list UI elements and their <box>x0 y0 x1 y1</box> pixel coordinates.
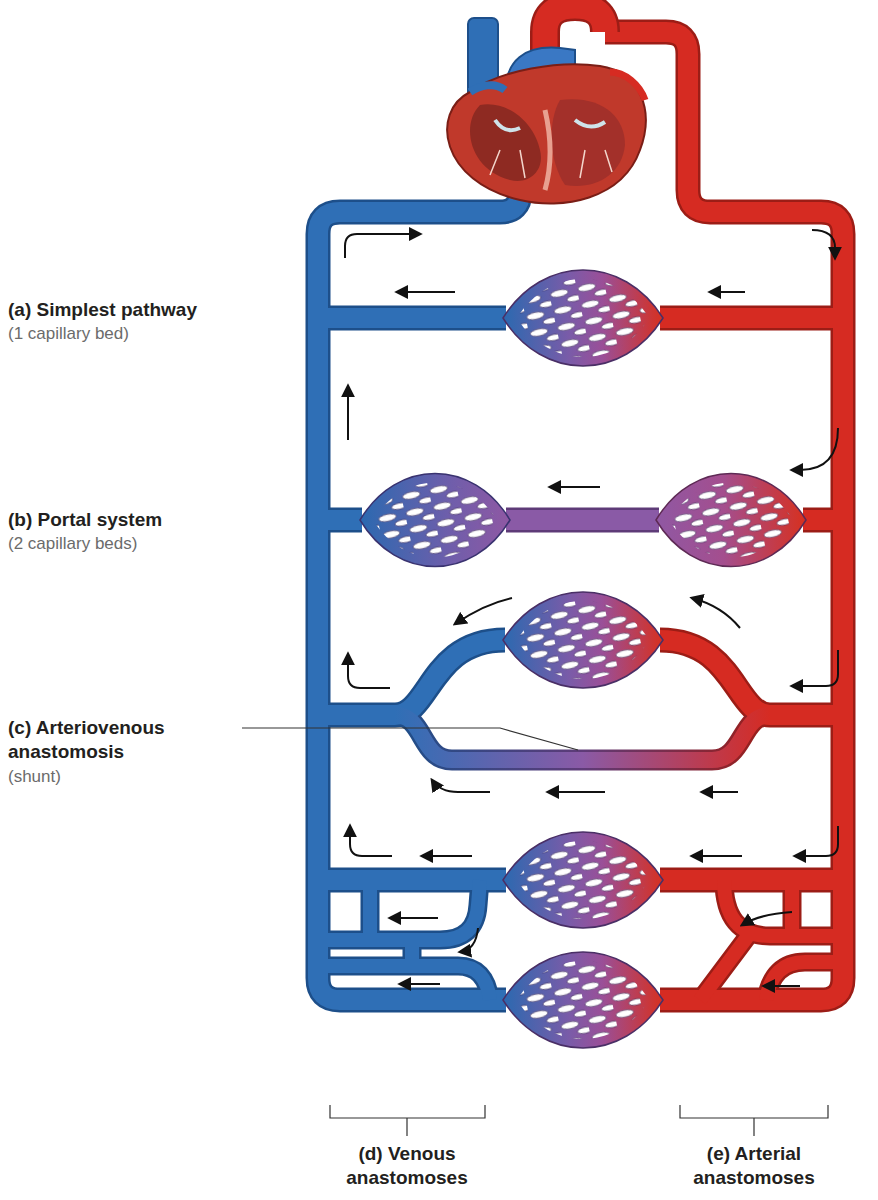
leader-lines <box>242 728 828 1136</box>
flow-arrows <box>345 230 838 986</box>
bracket <box>330 1105 485 1136</box>
bracket-label: (d) Venous anastomoses <box>317 1142 497 1190</box>
capillary-bed <box>360 474 510 567</box>
row-label: (a) Simplest pathway <box>8 298 308 322</box>
capillary-bed <box>503 270 663 366</box>
capillary-beds <box>360 270 806 1048</box>
capillary-bed <box>503 952 663 1048</box>
bracket-label: (e) Arterial anastomoses <box>664 1142 844 1190</box>
row-sublabel: (1 capillary bed) <box>8 323 308 344</box>
row-sublabel: (shunt) <box>8 766 208 787</box>
capillary-bed <box>503 592 663 688</box>
row-label: (c) Arteriovenous anastomosis <box>8 716 208 764</box>
vessels <box>318 32 843 1000</box>
leader-line <box>242 728 578 750</box>
row-label: (b) Portal system <box>8 508 308 532</box>
row-sublabel: (2 capillary beds) <box>8 533 308 554</box>
capillary-bed <box>656 474 806 567</box>
bracket <box>680 1105 828 1136</box>
heart-illustration <box>447 6 646 203</box>
capillary-bed <box>503 832 663 928</box>
